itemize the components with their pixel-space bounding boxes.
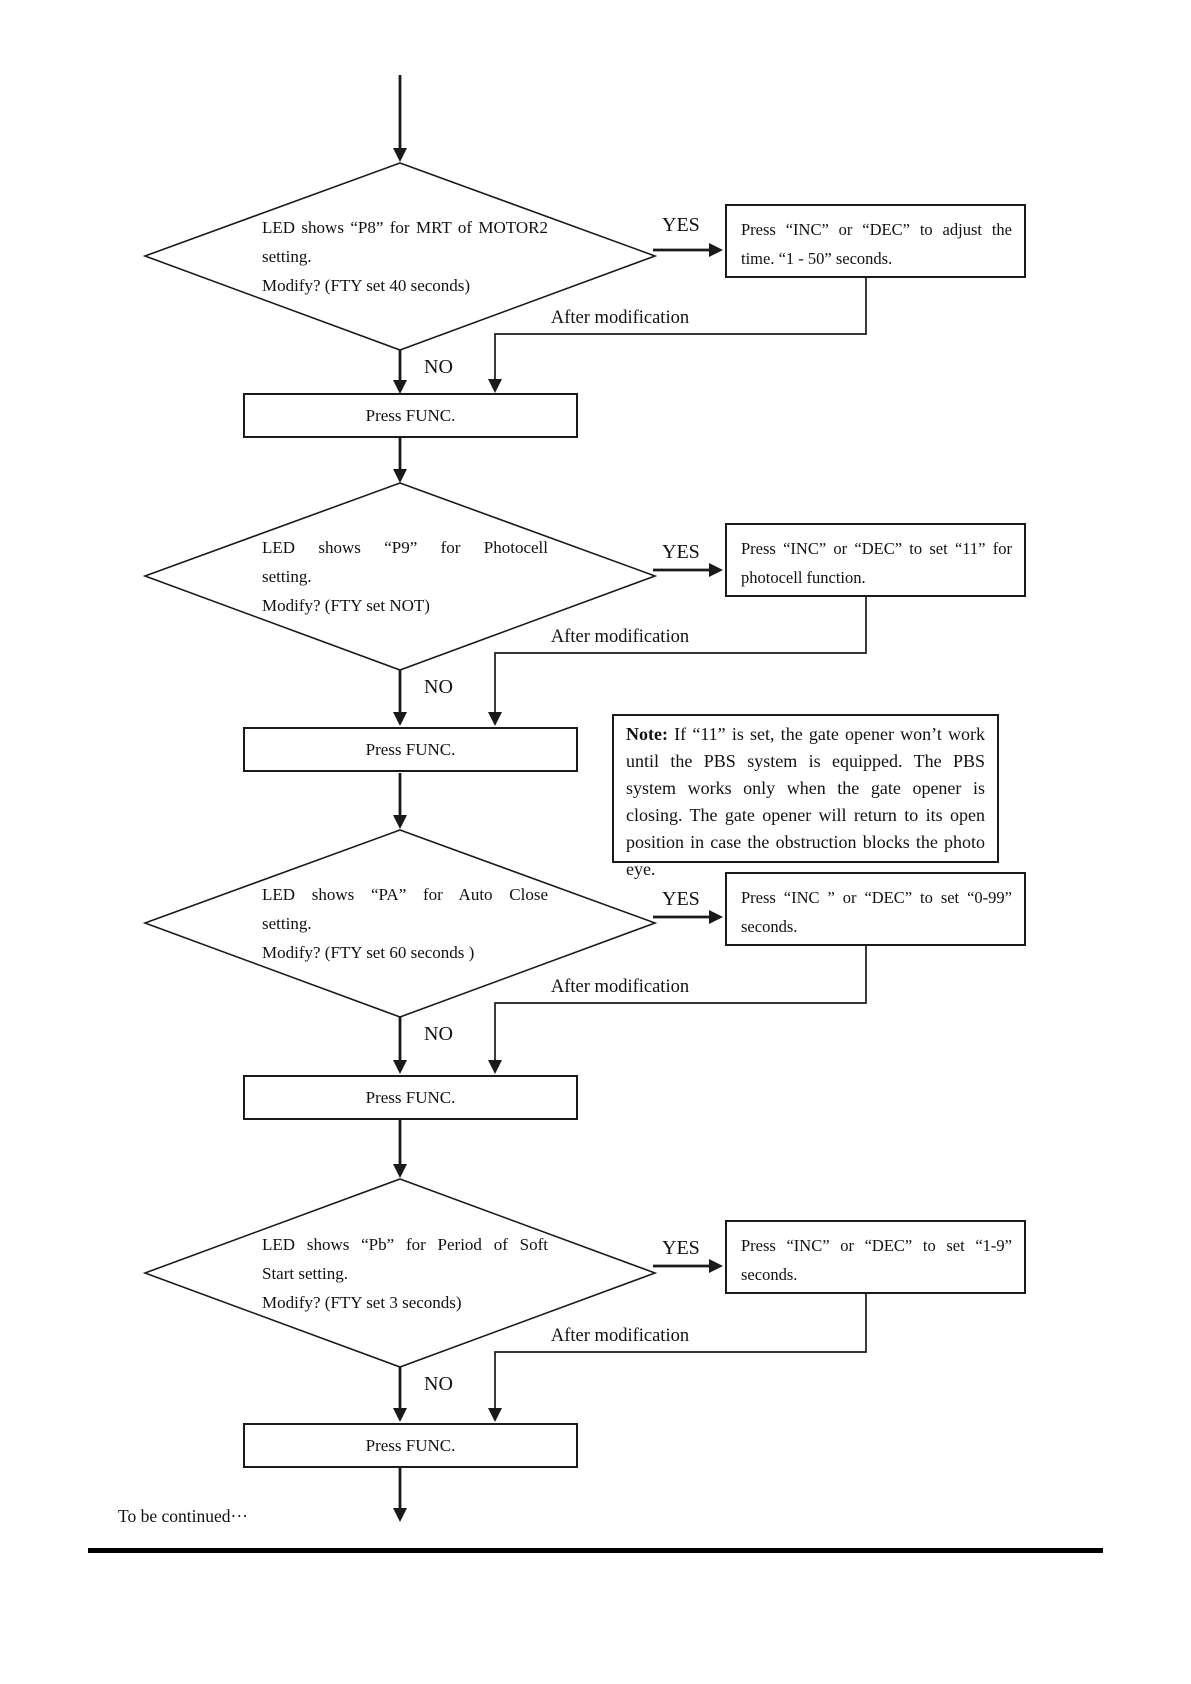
action-line: Press “INC” or “DEC” to set “11” for <box>741 539 1012 558</box>
decision-line: Modify? (FTY set NOT) <box>262 596 430 615</box>
yes-label: YES <box>662 541 700 563</box>
press-func-box-2: Press FUNC. <box>243 727 578 772</box>
no-label: NO <box>424 356 453 378</box>
yes-label: YES <box>662 888 700 910</box>
after-modification-label: After modification <box>550 1326 690 1346</box>
yes-label: YES <box>662 1237 700 1259</box>
yes-label: YES <box>662 214 700 236</box>
decision-line: LED shows “P9” for Photocell <box>262 538 548 557</box>
decision-line: Start setting. <box>262 1264 348 1283</box>
action-box-p8: Press “INC” or “DEC” to adjust the time.… <box>725 204 1026 278</box>
decision-line: Modify? (FTY set 3 seconds) <box>262 1293 462 1312</box>
note-label: Note: <box>626 724 668 744</box>
decision-line: setting. <box>262 567 312 586</box>
no-label: NO <box>424 1373 453 1395</box>
press-func-box-1: Press FUNC. <box>243 393 578 438</box>
action-box-pa: Press “INC ” or “DEC” to set “0-99” seco… <box>725 872 1026 946</box>
no-label: NO <box>424 676 453 698</box>
decision-line: setting. <box>262 914 312 933</box>
decision-line: Modify? (FTY set 40 seconds) <box>262 276 471 295</box>
after-modification-label: After modification <box>550 977 690 997</box>
decision-line: LED shows “P8” for MRT of MOTOR2 <box>262 218 548 237</box>
action-line: Press “INC” or “DEC” to set “1-9” <box>741 1236 1012 1255</box>
decision-line: LED shows “PA” for Auto Close <box>262 885 548 904</box>
bottom-rule <box>88 1548 1103 1553</box>
decision-line: setting. <box>262 247 312 266</box>
action-line: photocell function. <box>741 568 866 587</box>
decision-line: Modify? (FTY set 60 seconds ) <box>262 943 475 962</box>
decision-diamond-pa <box>142 829 658 1018</box>
decision-diamond-p9 <box>142 482 658 671</box>
action-line: Press “INC” or “DEC” to adjust the <box>741 220 1012 239</box>
wire-after-modification-4 <box>488 1294 867 1422</box>
no-label: NO <box>424 1023 453 1045</box>
decision-text-p8: LED shows “P8” for MRT of MOTOR2 setting… <box>262 213 548 300</box>
action-line: time. “1 - 50” seconds. <box>741 249 893 268</box>
after-modification-label: After modification <box>550 627 690 647</box>
action-box-p9: Press “INC” or “DEC” to set “11” for pho… <box>725 523 1026 597</box>
action-box-pb: Press “INC” or “DEC” to set “1-9” second… <box>725 1220 1026 1294</box>
action-line: seconds. <box>741 917 798 936</box>
action-line: Press “INC ” or “DEC” to set “0-99” <box>741 888 1012 907</box>
press-func-box-3: Press FUNC. <box>243 1075 578 1120</box>
to-be-continued-label: To be continued··· <box>118 1506 248 1526</box>
press-func-box-4: Press FUNC. <box>243 1423 578 1468</box>
decision-line: LED shows “Pb” for Period of Soft <box>262 1235 548 1254</box>
decision-diamond-pb <box>142 1178 658 1368</box>
wire-after-modification-1 <box>488 277 867 393</box>
after-modification-label: After modification <box>550 308 690 328</box>
wire-after-modification-2 <box>488 597 867 726</box>
decision-diamond-p8 <box>142 162 658 351</box>
note-box: Note: If “11” is set, the gate opener wo… <box>612 714 999 879</box>
action-line: seconds. <box>741 1265 798 1284</box>
wire-after-modification-3 <box>488 945 867 1074</box>
note-body: If “11” is set, the gate opener won’t wo… <box>626 724 986 879</box>
decision-text-pb: LED shows “Pb” for Period of Soft Start … <box>262 1230 548 1317</box>
decision-text-pa: LED shows “PA” for Auto Close setting. M… <box>262 880 548 967</box>
decision-text-p9: LED shows “P9” for Photocell setting. Mo… <box>262 533 548 620</box>
